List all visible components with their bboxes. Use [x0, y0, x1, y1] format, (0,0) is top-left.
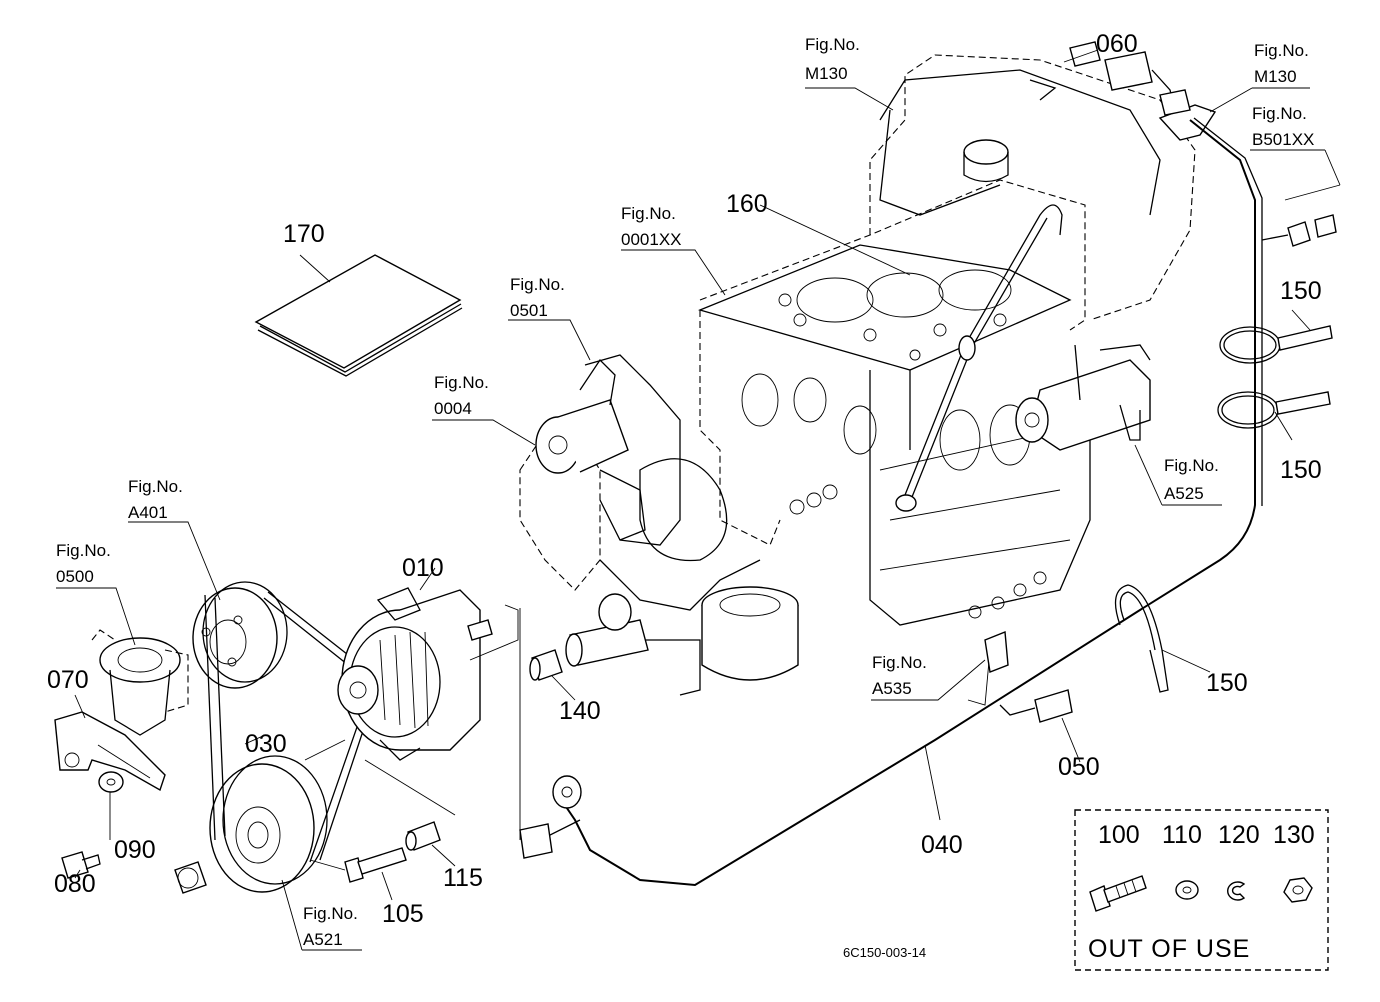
- leader-lines: [56, 49, 1341, 951]
- fig-m130-right-code: M130: [1254, 67, 1297, 86]
- label-050: 050: [1058, 753, 1100, 781]
- fig-0004-prefix: Fig.No.: [434, 373, 489, 392]
- out-of-use-part-120: 120: [1218, 821, 1260, 849]
- nut-130: [1283, 877, 1313, 903]
- fig-0500-code: 0500: [56, 567, 94, 586]
- fig-a401-prefix: Fig.No.: [128, 477, 183, 496]
- bush-140: [529, 649, 563, 681]
- label-030: 030: [245, 730, 287, 758]
- collar-115: [405, 821, 441, 851]
- cable-ties-150: [1114, 325, 1333, 693]
- part-number-labels: 010 030 040 050 060 070 080 090 105 115 …: [47, 30, 1322, 928]
- label-150-middle: 150: [1280, 456, 1322, 484]
- wire-harness-040: [519, 117, 1341, 887]
- label-140: 140: [559, 697, 601, 725]
- alternator-010: [337, 587, 493, 761]
- fig-0001xx-prefix: Fig.No.: [621, 204, 676, 223]
- label-080: 080: [54, 870, 96, 898]
- manual-booklet-170: [254, 254, 463, 377]
- fig-0001xx-code: 0001XX: [621, 230, 682, 249]
- label-115: 115: [443, 864, 483, 892]
- label-150-lower: 150: [1206, 669, 1248, 697]
- fig-m130-left-code: M130: [805, 64, 848, 83]
- bolt-080: [61, 851, 101, 879]
- label-060: 060: [1096, 30, 1138, 58]
- washer-110: [1175, 880, 1199, 900]
- label-170: 170: [283, 220, 325, 248]
- fig-a401-code: A401: [128, 503, 168, 522]
- fig-a525-code: A525: [1164, 484, 1204, 503]
- label-105: 105: [382, 900, 424, 928]
- fig-a521-prefix: Fig.No.: [303, 904, 358, 923]
- label-070: 070: [47, 666, 89, 694]
- fan-pulley: [192, 581, 288, 689]
- spring-washer-120: [1227, 881, 1246, 901]
- fig-b501xx-code: B501XX: [1252, 130, 1314, 149]
- fig-0500-prefix: Fig.No.: [56, 541, 111, 560]
- engine-block: [519, 54, 1217, 696]
- connector-050: [967, 571, 1073, 723]
- fig-b501xx-prefix: Fig.No.: [1252, 104, 1307, 123]
- fig-m130-right-prefix: Fig.No.: [1254, 41, 1309, 60]
- fig-a521-code: A521: [303, 930, 343, 949]
- fig-0004-code: 0004: [434, 399, 472, 418]
- bolt-105: [344, 847, 407, 883]
- washer-090: [98, 771, 124, 793]
- out-of-use-part-130: 130: [1273, 821, 1315, 849]
- fig-a525-prefix: Fig.No.: [1164, 456, 1219, 475]
- fig-a535-code: A535: [872, 679, 912, 698]
- fig-a535-prefix: Fig.No.: [872, 653, 927, 672]
- drawing-code: 6C150-003-14: [843, 945, 926, 960]
- thermostat-housing: [91, 629, 189, 736]
- out-of-use-part-100: 100: [1098, 821, 1140, 849]
- sensor-060: [1069, 41, 1191, 116]
- fig-0501-prefix: Fig.No.: [510, 275, 565, 294]
- label-160: 160: [726, 190, 768, 218]
- label-040: 040: [921, 831, 963, 859]
- fig-0501-code: 0501: [510, 301, 548, 320]
- label-150-upper: 150: [1280, 277, 1322, 305]
- figure-reference-labels: Fig.No. M130 Fig.No. M130 Fig.No. B501XX…: [56, 35, 1314, 949]
- out-of-use-part-110: 110: [1162, 821, 1202, 849]
- fig-m130-left-prefix: Fig.No.: [805, 35, 860, 54]
- out-of-use-box: 100 110 120 130 OUT OF USE: [1074, 809, 1329, 971]
- crank-pulley: [174, 755, 328, 894]
- label-010: 010: [402, 554, 444, 582]
- label-090: 090: [114, 836, 156, 864]
- out-of-use-label: OUT OF USE: [1088, 935, 1250, 963]
- adjusting-bracket-070: [54, 711, 166, 792]
